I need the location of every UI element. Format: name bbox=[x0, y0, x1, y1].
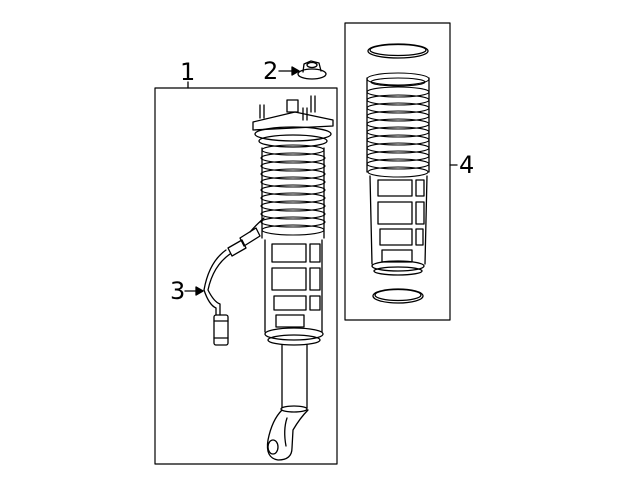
callout-2: 2 bbox=[263, 57, 279, 85]
callout-3: 3 bbox=[170, 277, 186, 305]
group-box-1 bbox=[154, 87, 338, 465]
air-spring-bellows-icon bbox=[366, 43, 430, 304]
group-box-4 bbox=[344, 22, 451, 321]
strut-assembly-icon bbox=[252, 95, 334, 461]
flange-nut-icon bbox=[278, 60, 327, 80]
sensor-wire-harness-icon bbox=[184, 217, 265, 346]
callout-4: 4 bbox=[459, 151, 475, 179]
callout-1: 1 bbox=[180, 58, 196, 86]
